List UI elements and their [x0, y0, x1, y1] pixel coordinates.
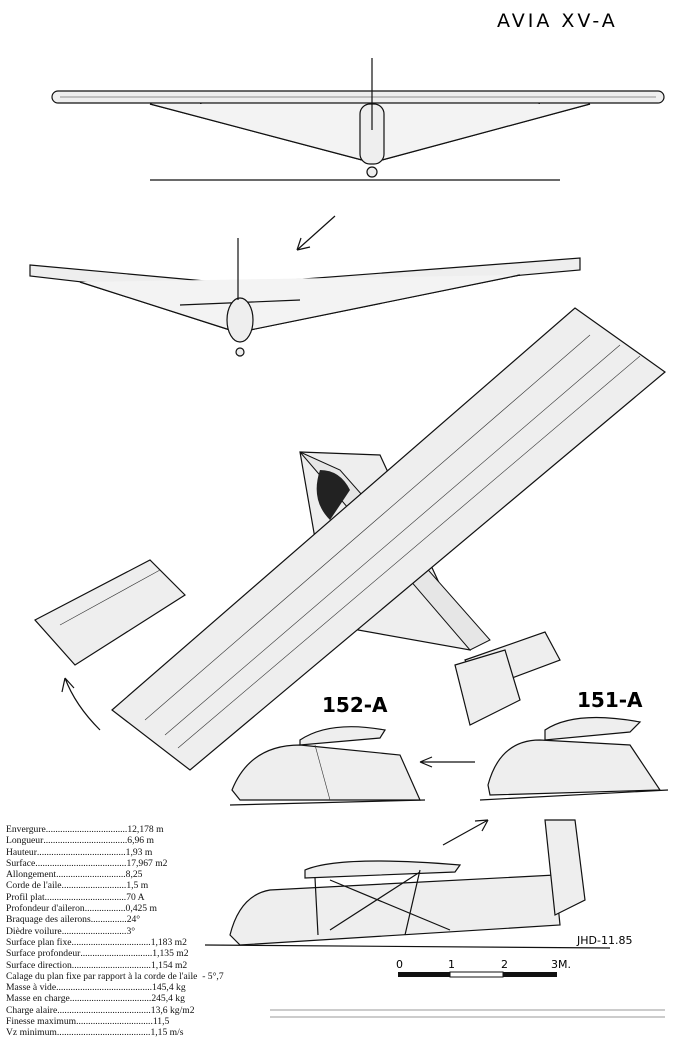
- spec-label: Finesse maximum: [6, 1016, 77, 1028]
- spec-value: 3°: [126, 925, 136, 937]
- spec-label: Hauteur: [6, 846, 37, 858]
- spec-value: 13,6 kg/m2: [150, 1004, 195, 1016]
- spec-row: Finesse maximum.........................…: [6, 1016, 224, 1027]
- spec-label: Longueur: [6, 835, 44, 847]
- spec-label: Profondeur d'aileron: [6, 903, 85, 915]
- spec-row: Vz minimum..............................…: [6, 1027, 224, 1038]
- leader-dots: .................: [84, 903, 126, 915]
- spec-row: Braquage des ailerons...............24°: [6, 914, 224, 925]
- spec-row: Allongement.............................…: [6, 869, 224, 880]
- leader-dots: ...........................: [61, 880, 127, 892]
- spec-value: 1,15 m/s: [150, 1027, 184, 1039]
- drawing-title: AVIA XV-A: [497, 10, 618, 32]
- spec-label: Vz minimum: [6, 1027, 57, 1039]
- plan-view: [34, 307, 666, 771]
- scale-tick-3: 3M.: [551, 958, 571, 971]
- spec-value: 1,93 m: [125, 846, 153, 858]
- view-arrow-1: [296, 215, 336, 251]
- spec-row: Surface direction.......................…: [6, 960, 224, 971]
- leader-dots: ..............................: [80, 948, 153, 960]
- spec-row: Masse en charge.........................…: [6, 993, 224, 1004]
- leader-dots: ......................................: [35, 857, 127, 869]
- scale-tick-1: 1: [448, 958, 455, 971]
- view-arrow-3: [442, 819, 489, 846]
- spec-label: Corde de l'aile: [6, 880, 62, 892]
- spec-value: 1,154 m2: [150, 959, 188, 971]
- spec-value: 11,5: [152, 1016, 170, 1028]
- spec-row: Profil plat.............................…: [6, 892, 224, 903]
- spec-row: Charge alaire...........................…: [6, 1005, 224, 1016]
- spec-row: Envergure...............................…: [6, 824, 224, 835]
- spec-label: Envergure: [6, 824, 46, 835]
- spec-value: 24°: [126, 914, 141, 926]
- leader-dots: ..................................: [44, 891, 127, 903]
- spec-label: Calage du plan fixe par rapport à la cor…: [6, 970, 198, 982]
- spec-value: - 5°,7: [202, 970, 224, 982]
- leader-dots: ...................................: [43, 835, 128, 847]
- leader-dots: .......................................: [57, 1004, 151, 1016]
- spec-label: Profil plat: [6, 891, 45, 903]
- variant-label-152a: 152-A: [322, 693, 388, 717]
- leader-dots: ...............: [90, 914, 127, 926]
- variant-label-151a: 151-A: [577, 688, 643, 712]
- leader-dots: .............................: [56, 869, 126, 881]
- leader-dots: .......................................: [56, 1027, 151, 1039]
- spec-label: Dièdre voilure: [6, 925, 62, 937]
- spec-value: 1,183 m2: [150, 936, 187, 948]
- leader-dots: .................................: [71, 936, 151, 948]
- spec-value: 70 A: [126, 891, 145, 903]
- spec-row: Surface.................................…: [6, 858, 224, 869]
- spec-label: Surface plan fixe: [6, 936, 72, 948]
- author-signature: JHD-11.85: [576, 934, 632, 947]
- view-arrow-2: [419, 756, 475, 768]
- spec-row: Dièdre voilure..........................…: [6, 926, 224, 937]
- spec-label: Allongement: [6, 869, 57, 881]
- spec-row: Hauteur.................................…: [6, 847, 224, 858]
- leader-dots: .....................................: [36, 846, 126, 858]
- scale-tick-0: 0: [396, 958, 403, 971]
- spec-value: 145,4 kg: [152, 982, 186, 994]
- spec-value: 12,178 m: [127, 824, 164, 835]
- leader-dots: ...........................: [61, 925, 127, 937]
- spec-value: 17,967 m2: [126, 857, 168, 869]
- spec-row: Surface plan fixe.......................…: [6, 937, 224, 948]
- spec-row: Calage du plan fixe par rapport à la cor…: [6, 971, 224, 982]
- scale-tick-2: 2: [501, 958, 508, 971]
- spec-label: Braquage des ailerons: [6, 914, 91, 926]
- spec-label: Charge alaire: [6, 1004, 58, 1016]
- spec-value: 1,135 m2: [152, 948, 189, 960]
- rear-view: [29, 238, 581, 357]
- leader-dots: ..................................: [69, 993, 152, 1005]
- spec-value: 8,25: [125, 869, 143, 881]
- spec-label: Surface direction: [6, 959, 72, 971]
- spec-value: 0,425 m: [125, 903, 157, 915]
- spec-label: Surface profondeur: [6, 948, 81, 960]
- specifications-table: Envergure...............................…: [6, 824, 224, 1039]
- spec-value: 6,96 m: [127, 835, 154, 847]
- spec-row: Profondeur d'aileron.................0,4…: [6, 903, 224, 914]
- spec-value: 1,5 m: [126, 880, 149, 892]
- leader-dots: ........................................: [56, 982, 153, 994]
- spec-row: Longueur................................…: [6, 835, 224, 846]
- spec-row: Surface profondeur......................…: [6, 948, 224, 959]
- spec-row: Corde de l'aile.........................…: [6, 880, 224, 891]
- leader-dots: ................................: [76, 1016, 153, 1028]
- leader-dots: ..................................: [45, 824, 128, 835]
- side-view-151a: [479, 716, 669, 801]
- scale-bar: 0 1 2 3M.: [396, 958, 571, 978]
- front-view: [51, 58, 665, 181]
- spec-row: Masse à vide............................…: [6, 982, 224, 993]
- spec-label: Masse à vide: [6, 982, 57, 994]
- spec-label: Masse en charge: [6, 993, 70, 1005]
- side-view-152a: [229, 726, 426, 806]
- side-view-main: [204, 819, 611, 949]
- leader-dots: .................................: [71, 959, 151, 971]
- spec-value: 245,4 kg: [151, 993, 185, 1005]
- spec-label: Surface: [6, 857, 36, 869]
